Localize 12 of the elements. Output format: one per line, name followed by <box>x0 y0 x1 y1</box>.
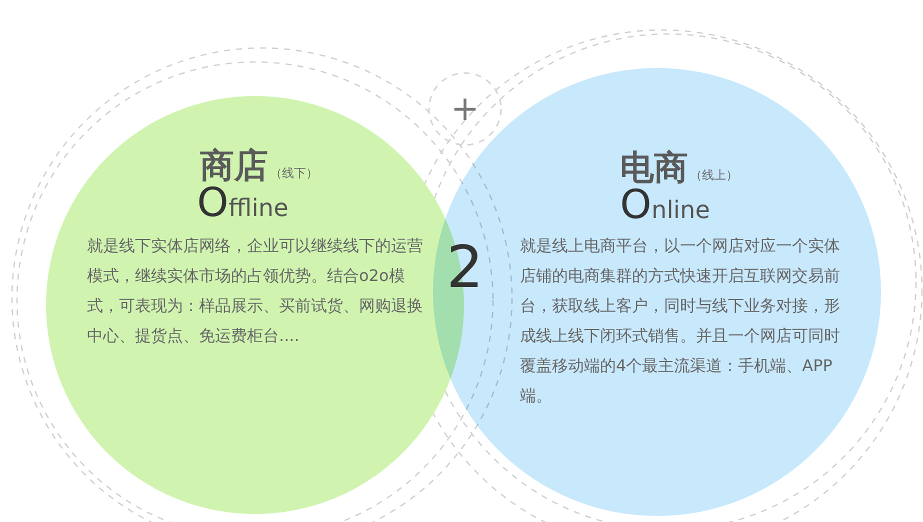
english-word: Online <box>620 189 710 226</box>
english-word: Offline <box>197 187 288 224</box>
plus-circle <box>428 72 502 146</box>
heading-text: 电商 <box>620 148 688 188</box>
subtitle-text: （线下） <box>270 166 318 180</box>
heading-text: 商店 <box>200 146 268 186</box>
description-text: 就是线上电商平台，以一个网店对应一个实体店铺的电商集群的方式快速开启互联网交易前台，获取线上客户，同时与线下业务对接，形成线上线下闭环式销售。并且一个网店可同时覆盖移动端的4个最主流渠道：手机端、APP端。 <box>520 235 841 407</box>
number-label: 2 <box>446 232 484 302</box>
plus-sign: + <box>450 88 480 131</box>
description-text: 就是线下实体店网络，企业可以继续线下的运营模式，继续实体市场的占领优势。结合o2o模式，可表现为：样品展示、买前试货、网购退换中心、提货点、免运费柜台.... <box>87 235 424 347</box>
online-circle <box>432 67 882 517</box>
subtitle-text: （线上） <box>690 168 738 182</box>
